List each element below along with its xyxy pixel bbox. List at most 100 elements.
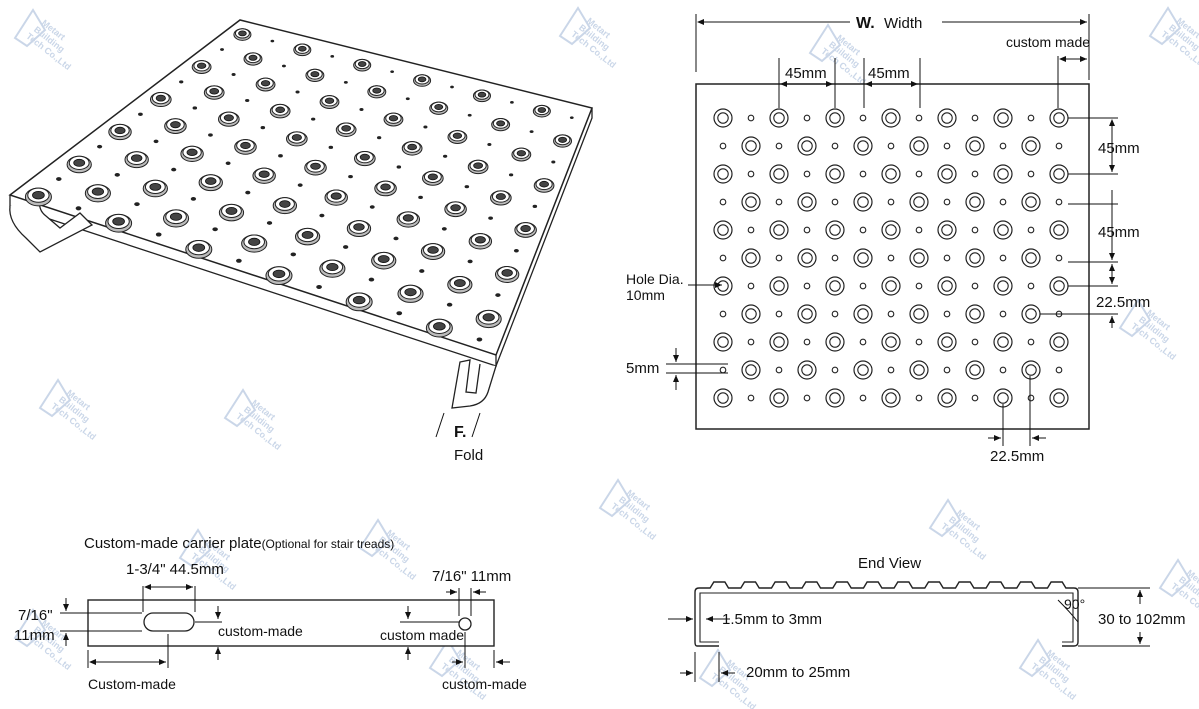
top-hole-small [971,170,979,178]
iso-dimple-hole [272,269,286,279]
top-hole-inner [1053,224,1065,236]
top-hole-small [747,226,755,234]
top-hole-small [1055,366,1063,374]
top-hole-small [887,142,895,150]
top-hole-small [943,142,951,150]
iso-small-hole [260,126,266,130]
iso-small-hole [270,39,275,43]
top-hole-small [971,338,979,346]
iso-small-hole [569,116,574,119]
top-hole-small [859,282,867,290]
top-hole-inner [997,112,1009,124]
top-hole-small [831,198,839,206]
iso-small-hole [192,106,198,110]
top-hole-small [1027,338,1035,346]
top-hole-inner [745,308,757,320]
iso-small-hole [348,174,353,179]
top-hole-small [971,282,979,290]
watermark-text: MetartBuildingTech Co.,Ltd [1129,305,1190,362]
top-hole-small [831,366,839,374]
top-hole-inner [801,252,813,264]
watermark-logo-icon [1148,6,1182,46]
right-22-5: 22.5mm [1096,294,1150,311]
iso-small-hole [359,108,364,111]
top-hole-inner [1053,168,1065,180]
top-hole-small [943,198,951,206]
top-hole-inner [1025,364,1037,376]
top-hole-small [971,394,979,402]
iso-dimple-hole [537,107,547,113]
top-hole-inner [941,112,953,124]
carrier-custom-made-bottom-right: custom-made [442,676,527,692]
watermark: MetartBuildingTech Co.,Ltd [358,518,418,582]
top-hole-inner [941,336,953,348]
top-hole-small [803,226,811,234]
iso-small-hole [487,143,492,146]
carrier-custom-made-bottom-left: Custom-made [88,676,176,692]
top-hole-inner [941,224,953,236]
iso-dimple-hole [404,288,417,297]
top-hole-inner [969,252,981,264]
top-hole-inner [885,112,897,124]
watermark-logo-icon [808,23,842,63]
top-hole-small [915,338,923,346]
top-hole-inner [997,280,1009,292]
top-hole-inner [829,224,841,236]
iso-small-hole [510,101,514,104]
top-hole-small [747,170,755,178]
top-hole-inner [829,336,841,348]
left-5mm: 5mm [626,360,659,377]
end-view-thickness: 1.5mm to 3mm [722,611,822,628]
iso-small-hole [236,258,242,263]
top-hole-inner [773,392,785,404]
iso-dimple-hole [450,204,461,212]
iso-small-hole [134,202,140,207]
top-hole-small [1055,198,1063,206]
top-hole-inner [913,364,925,376]
iso-small-hole [179,80,184,84]
iso-dimple-hole [482,313,495,322]
watermark: MetartBuildingTech Co.,Ltd [558,6,630,70]
top-hole-small [915,114,923,122]
top-hole-small [999,198,1007,206]
iso-dimple-hole [388,115,399,122]
iso-dimple-hole [196,62,207,69]
iso-small-hole [138,112,143,116]
top-hole-small [803,338,811,346]
top-hole-small [859,394,867,402]
iso-dimple-hole [205,177,217,185]
carrier-title-note: (Optional for stair treads) [262,537,395,551]
iso-small-hole [56,177,62,181]
iso-dimple-hole [377,255,390,263]
bottom-22-5: 22.5mm [990,448,1044,465]
watermark: MetartBuildingTech Co.,Ltd [13,8,73,72]
pitch-45-a: 45mm [785,65,827,82]
iso-dimple-hole [427,173,438,181]
iso-small-hole [295,90,300,94]
iso-small-hole [245,98,250,103]
iso-dimple-hole [73,158,86,167]
top-hole-inner [941,280,953,292]
watermark-text: MetartBuildingTech Co.,Ltd [569,13,630,70]
top-hole-small [971,114,979,122]
top-hole-inner [829,168,841,180]
top-hole-small [1055,254,1063,262]
width-letter: W. [856,15,875,32]
top-hole-inner [913,196,925,208]
iso-dimple-hole [186,148,198,156]
top-hole-inner [1053,336,1065,348]
watermark: MetartBuildingTech Co.,Ltd [1018,638,1078,702]
iso-small-hole [495,293,501,297]
top-hole-small [831,142,839,150]
top-hole-inner [941,392,953,404]
iso-dimple-hole [516,150,527,157]
top-hole-inner [745,140,757,152]
top-hole-inner [969,308,981,320]
svg-text:Custom-made carrier plate(Opti: Custom-made carrier plate(Optional for s… [84,535,394,552]
iso-right-fold [451,359,497,409]
top-hole-small [943,254,951,262]
top-hole-inner [745,252,757,264]
iso-dimple-hole [225,207,238,215]
iso-small-hole [208,133,213,137]
iso-small-hole [393,236,399,241]
